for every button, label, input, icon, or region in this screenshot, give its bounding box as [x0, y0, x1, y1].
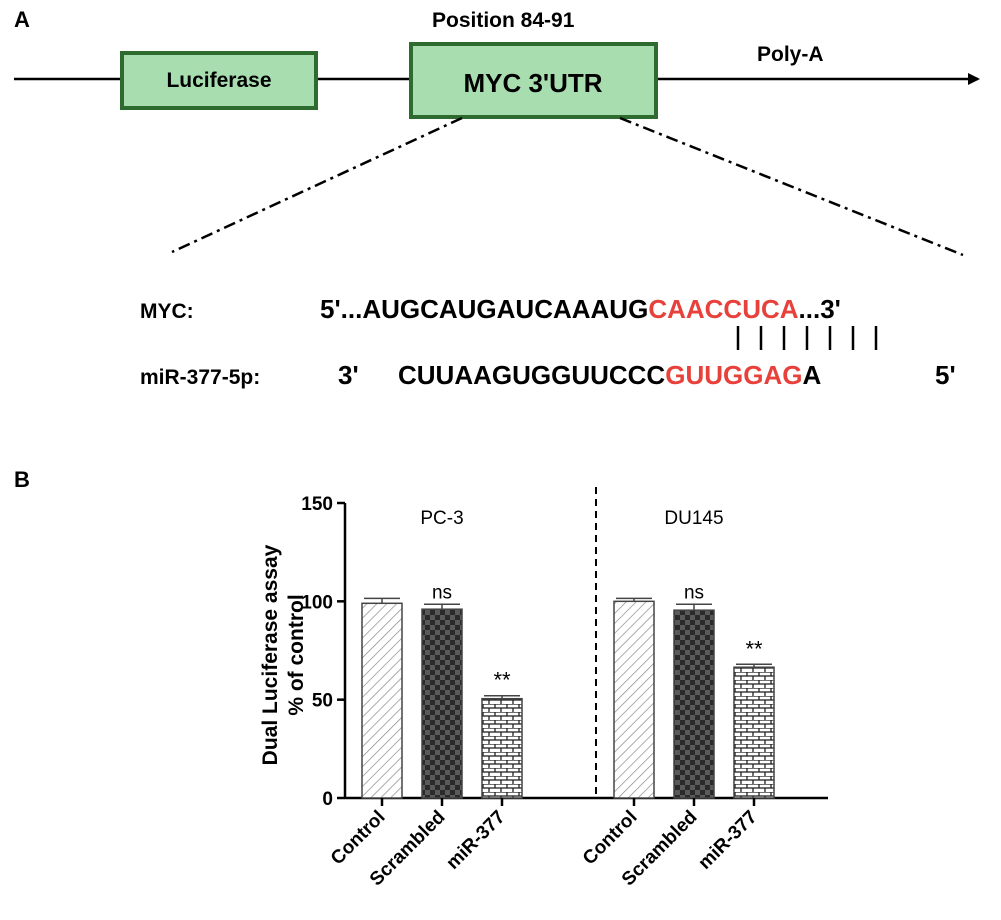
x-tick-label: miR-377	[694, 807, 761, 874]
polya-label: Poly-A	[757, 43, 824, 66]
significance-label: **	[493, 668, 511, 693]
group-title: PC-3	[420, 508, 463, 529]
mir-sequence: CUUAAGUGGUUCCCGUUGGAGA	[398, 360, 821, 390]
myc-binding-site: CAACCUCA	[648, 294, 798, 324]
group-title: DU145	[664, 508, 723, 529]
mir-tail: A	[802, 360, 821, 390]
mir-3prime: 3'	[338, 360, 359, 390]
panel-b: B Dual Luciferase assay % of control 0 50…	[14, 467, 828, 890]
myc-label: MYC:	[140, 300, 194, 323]
y-tick-label: 100	[301, 592, 333, 613]
y-axis-label-line1: Dual Luciferase assay	[259, 544, 282, 765]
bar	[361, 602, 403, 799]
zoom-line-left	[171, 116, 463, 254]
significance-label: ns	[684, 582, 704, 603]
base-pair-lines	[736, 326, 878, 350]
mir-seed: GUUGGAG	[665, 360, 802, 390]
luciferase-box	[120, 51, 318, 110]
myc-sequence: 5'...AUGCAUGAUCAAAUGCAACCUCA...3'	[320, 294, 841, 324]
bar	[733, 666, 775, 799]
bar	[421, 608, 463, 799]
y-tick-label: 150	[301, 494, 333, 515]
myc-prefix: 5'...AUGCAUGAUCAAAUG	[320, 294, 648, 324]
position-label: Position 84-91	[432, 9, 575, 32]
significance-label: **	[745, 636, 763, 661]
myc-suffix: ...3'	[799, 294, 841, 324]
bar-chart: 050100150PC-3ControlnsScrambled**miR-377…	[301, 487, 828, 890]
luciferase-label: Luciferase	[166, 69, 271, 92]
bar	[673, 609, 715, 799]
y-axis-label-line2: % of control	[285, 594, 308, 715]
utr-label: MYC 3'UTR	[463, 68, 602, 98]
panel-a: A Position 84-91 Luciferase MYC 3'UTR Po…	[14, 7, 980, 390]
utr-box	[409, 42, 658, 119]
mir-5prime: 5'	[935, 360, 956, 390]
significance-label: ns	[432, 582, 452, 603]
y-tick-label: 0	[322, 789, 333, 810]
mir-label: miR-377-5p:	[140, 366, 260, 389]
panel-b-label: B	[14, 467, 30, 492]
bar	[613, 600, 655, 799]
x-tick-label: miR-377	[442, 807, 509, 874]
bar	[481, 697, 523, 799]
y-tick-label: 50	[312, 691, 333, 712]
panel-a-label: A	[14, 7, 30, 32]
mir-seq: CUUAAGUGGUUCCC	[398, 360, 665, 390]
zoom-line-right	[619, 116, 964, 257]
